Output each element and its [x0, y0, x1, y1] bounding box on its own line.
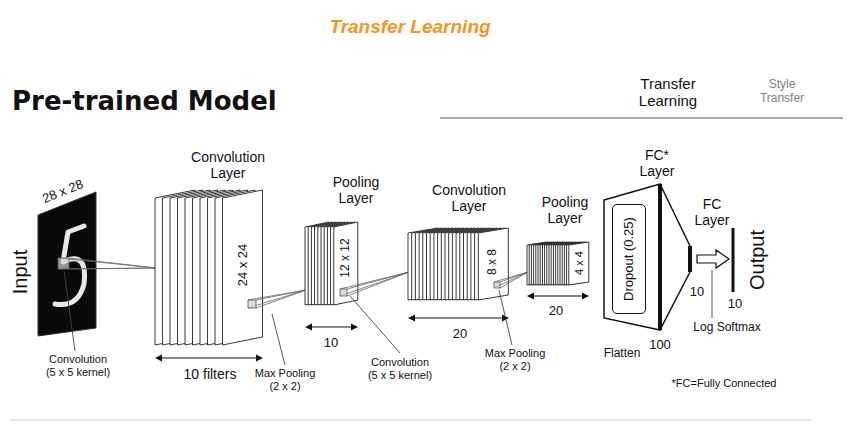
- leader-line: [712, 270, 713, 318]
- width-arrow: [155, 355, 263, 362]
- feature-map: [334, 222, 358, 305]
- output-label: Output: [746, 230, 769, 290]
- activation-label: Log Softmax: [693, 321, 760, 335]
- arrow-head: [256, 355, 263, 362]
- dimension-line: [309, 327, 354, 328]
- kernel-ray: [256, 290, 306, 300]
- pool-kernel: [248, 290, 306, 308]
- digit-stroke: [55, 226, 85, 305]
- conv-stack: [408, 228, 508, 300]
- fc-outline: [604, 184, 660, 330]
- kernel-ray: [347, 272, 409, 289]
- section-heading: Pre-trained Model: [12, 87, 277, 117]
- arrow-head: [408, 315, 415, 322]
- layer-label: Pooling Layer: [325, 174, 387, 206]
- depth-count: 10: [324, 336, 338, 351]
- fc-bar: [688, 246, 692, 272]
- conv-kernel: [58, 258, 156, 269]
- unit-count: 10: [728, 297, 742, 312]
- footer-rule: [10, 420, 812, 421]
- leader-line: [272, 314, 285, 365]
- kernel-patch: [494, 282, 500, 288]
- flatten-label: Flatten: [604, 347, 641, 361]
- filter-count: 10 filters: [184, 366, 237, 382]
- page-title: Transfer Learning: [329, 16, 490, 38]
- node-text: Dropout (0.25): [622, 217, 637, 301]
- layer-label: FC* Layer: [634, 147, 680, 179]
- fc-bar: [658, 184, 662, 330]
- kernel-ray: [248, 290, 306, 308]
- input-label: Input: [9, 250, 32, 294]
- fc-edge: [660, 272, 690, 330]
- dimension-label: 8 x 8: [486, 249, 500, 275]
- pooling-note: Max Pooling (2 x 2): [482, 347, 548, 372]
- unit-count: 100: [649, 338, 671, 353]
- feature-map: [478, 228, 508, 300]
- dimension-line: [412, 318, 505, 319]
- tab-underline: [440, 118, 843, 119]
- layer-label: Convolution Layer: [428, 182, 510, 214]
- unit-count: 10: [690, 285, 704, 300]
- kernel-patch: [248, 300, 256, 308]
- kernel-patch: [340, 289, 347, 296]
- leader-line: [499, 290, 512, 345]
- width-arrow: [408, 315, 509, 322]
- dropout-box: Dropout (0.25): [612, 204, 646, 314]
- feature-map: [223, 190, 263, 345]
- leader-line: [64, 271, 75, 351]
- kernel-ray: [58, 268, 156, 269]
- pool-stack: [527, 242, 589, 285]
- layer-label: Pooling Layer: [534, 194, 596, 226]
- kernel-patch: [58, 258, 69, 269]
- arrow-head: [155, 355, 162, 362]
- layer-label: FC Layer: [689, 196, 735, 228]
- arrow-head: [527, 293, 534, 300]
- width-arrow: [305, 324, 358, 331]
- output-arrow: [697, 250, 729, 268]
- tab-label: Transfer Learning: [632, 75, 704, 110]
- kernel-note: Convolution (5 x 5 kernel): [366, 356, 434, 381]
- pooling-note: Max Pooling (2 x 2): [252, 367, 318, 392]
- width-arrow: [527, 293, 589, 300]
- conv-stack: [155, 190, 263, 345]
- depth-count: 20: [549, 304, 563, 319]
- fc-edge: [660, 184, 690, 246]
- arrow-head: [582, 293, 589, 300]
- arrow-head: [351, 324, 358, 331]
- dimension-line: [531, 296, 585, 297]
- tab-label: Style Transfer: [756, 78, 808, 106]
- dimension-label: 12 x 12: [339, 238, 353, 277]
- kernel-ray: [69, 258, 156, 268]
- kernel-ray: [500, 272, 528, 282]
- depth-count: 20: [453, 327, 467, 342]
- layer-label: Convolution Layer: [187, 149, 269, 181]
- kernel-ray: [248, 290, 306, 300]
- input-image: [38, 192, 96, 336]
- dimension-label: 4 x 4: [573, 251, 586, 275]
- kernel-note: Convolution (5 x 5 kernel): [44, 353, 112, 378]
- leader-line: [350, 296, 400, 353]
- dimension-label: 24 x 24: [236, 244, 251, 287]
- arrow-head: [305, 324, 312, 331]
- output-bar: [732, 228, 735, 292]
- dimension-line: [159, 358, 259, 359]
- footnote: *FC=Fully Connected: [672, 377, 777, 390]
- kernel-ray: [58, 258, 156, 268]
- feature-map: [569, 242, 589, 285]
